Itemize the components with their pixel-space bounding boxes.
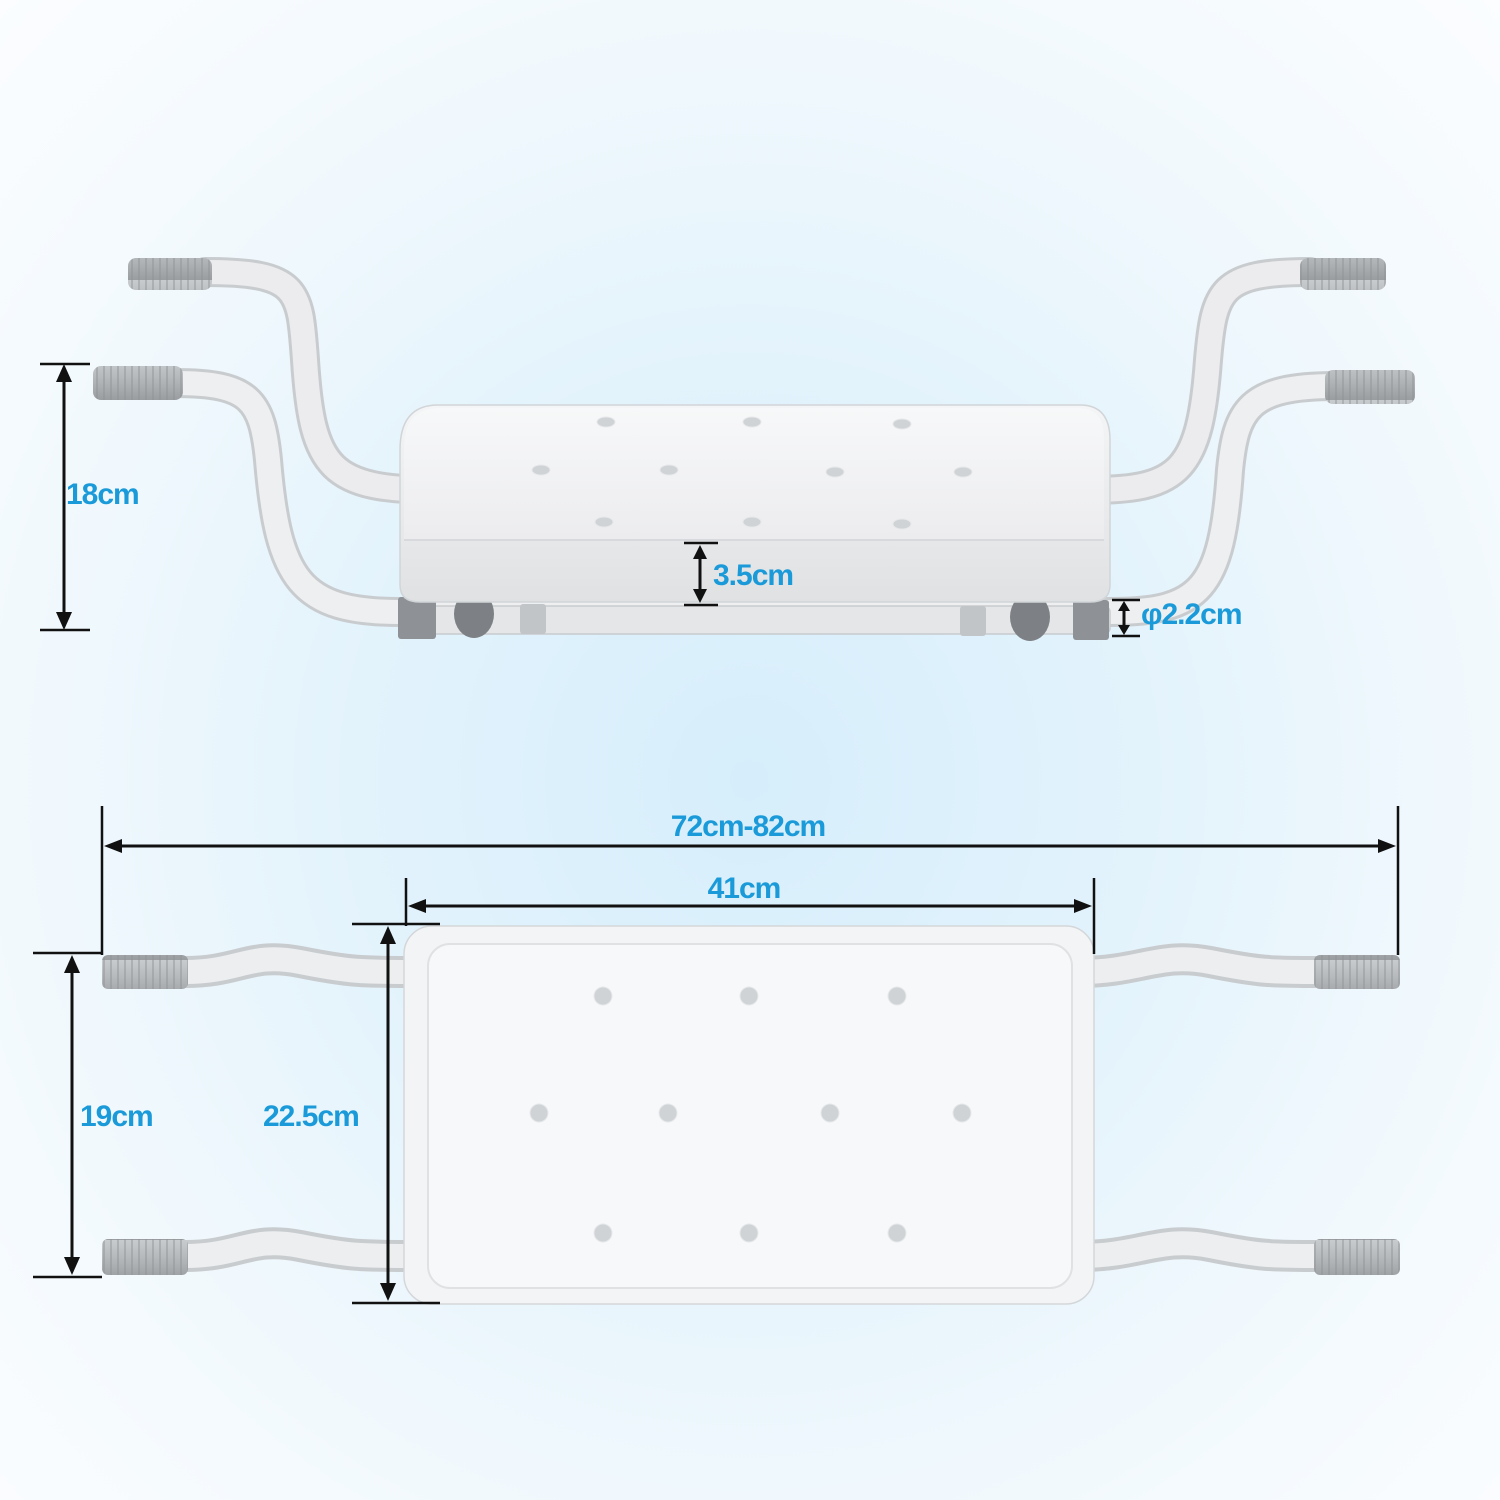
seat-top [403, 925, 1095, 1305]
clip-right [960, 606, 986, 636]
clip-left [520, 604, 546, 634]
seat-depth-label: 22.5cm [263, 1100, 359, 1133]
connector-left [398, 597, 436, 639]
height-label: 18cm [66, 478, 139, 511]
dimension-height: 18cm [40, 362, 140, 632]
tube-diameter-label: φ2.2cm [1141, 598, 1242, 631]
seat-thickness-label: 3.5cm [713, 559, 793, 592]
grip-top-right-lower [1314, 1239, 1400, 1275]
grip-front-right [1325, 370, 1415, 404]
knob-right [1010, 593, 1050, 641]
dimension-tube-diameter: φ2.2cm [1112, 598, 1243, 638]
grip-top-left-upper [102, 955, 188, 989]
total-width-label: 72cm-82cm [671, 810, 825, 843]
top-frame-tubes [169, 943, 1336, 1272]
grip-top-right-upper [1314, 955, 1400, 989]
connector-right [1073, 600, 1109, 640]
leg-spacing-label: 19cm [80, 1100, 153, 1133]
crossbar-tube [399, 605, 1111, 635]
grip-back-left [128, 258, 212, 290]
seat-width-label: 41cm [708, 872, 781, 905]
dimension-total-width: 72cm-82cm [100, 806, 1400, 955]
grip-front-left [93, 366, 183, 400]
dimension-leg-spacing: 19cm [33, 951, 154, 1279]
dimension-seat-width: 41cm [404, 872, 1096, 954]
top-view: 72cm-82cm 41cm 19cm 22.5cm [33, 806, 1400, 1305]
dimension-seat-thickness: 3.5cm [684, 541, 794, 607]
seat-side [399, 404, 1111, 603]
dimension-seat-depth: 22.5cm [263, 922, 440, 1305]
side-view: 18cm 3.5cm φ2.2cm [40, 257, 1415, 641]
grip-top-left-lower [102, 1239, 188, 1275]
grip-back-right [1300, 258, 1386, 290]
